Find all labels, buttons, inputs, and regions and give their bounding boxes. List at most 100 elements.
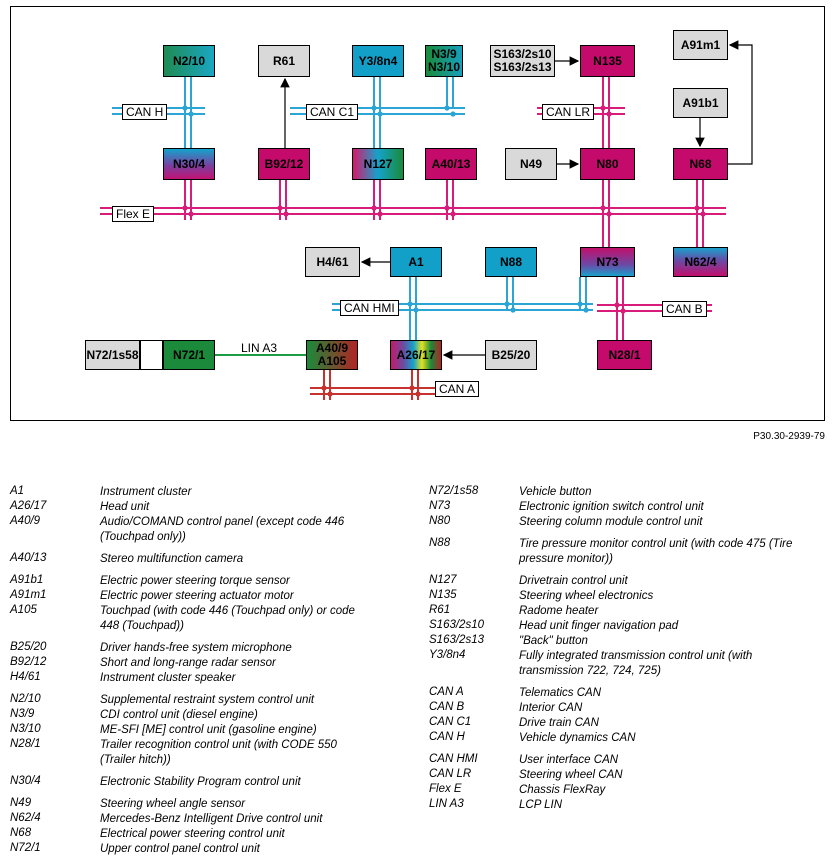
node-a91m1: A91m1 xyxy=(673,30,728,60)
legend-code: N72/1s58 xyxy=(429,485,479,497)
legend-code: CAN C1 xyxy=(429,716,472,728)
node-a26-17: A26/17 xyxy=(390,340,442,370)
bus-junction-dot xyxy=(188,211,194,217)
legend-description: Supplemental restraint system control un… xyxy=(100,694,315,706)
legend-code: A91m1 xyxy=(10,589,47,601)
legend-row: CAN LR Steering wheel CAN xyxy=(429,768,829,783)
bus-junction-dot xyxy=(407,301,413,307)
legend-code: B25/20 xyxy=(10,641,47,653)
bus-label-can-lr: CAN LR xyxy=(542,104,595,120)
legend-description: Drive train CAN xyxy=(519,717,599,729)
legend-description: Vehicle dynamics CAN xyxy=(519,732,636,744)
legend-code: N3/9 xyxy=(10,708,35,720)
wiring-diagram-frame xyxy=(10,6,825,421)
legend-code: B92/12 xyxy=(10,656,47,668)
legend-description: Instrument cluster speaker xyxy=(100,672,236,684)
legend-description: Electronic Stability Program control uni… xyxy=(100,776,301,788)
legend-code: N80 xyxy=(429,515,451,527)
bus-junction-dot xyxy=(188,111,194,117)
legend-description: Touchpad (with code 446 (Touchpad only) … xyxy=(100,605,355,632)
node-y3-8n4: Y3/8n4 xyxy=(352,45,404,77)
node-n62-4: N62/4 xyxy=(673,247,728,277)
legend-code: N73 xyxy=(429,500,451,512)
legend-code: N49 xyxy=(10,797,32,809)
legend-description: Electric power steering torque sensor xyxy=(100,575,290,587)
bus-junction-dot xyxy=(620,308,626,314)
legend-description: Radome heater xyxy=(519,605,599,617)
legend-description: Steering wheel CAN xyxy=(519,769,623,781)
bus-junction-dot xyxy=(327,391,333,397)
legend-code: N135 xyxy=(429,589,457,601)
bus-junction-dot xyxy=(583,307,589,313)
node-n72-1s58: N72/1s58 xyxy=(85,340,140,370)
legend-description: Short and long-range radar sensor xyxy=(100,657,276,669)
bus-junction-dot xyxy=(283,211,289,217)
legend-code: S163/2s13 xyxy=(429,634,484,646)
bus-junction-dot xyxy=(450,211,456,217)
legend-code: CAN H xyxy=(429,731,465,743)
legend-code: N3/10 xyxy=(10,723,41,735)
bus-junction-dot xyxy=(409,385,415,391)
node-a1: A1 xyxy=(390,247,442,277)
bus-junction-dot xyxy=(377,211,383,217)
legend-description: Electronic ignition switch control unit xyxy=(519,501,704,513)
bus-junction-dot xyxy=(182,205,188,211)
bus-junction-dot xyxy=(510,307,516,313)
legend-code: CAN B xyxy=(429,701,465,713)
bus-label-can-a: CAN A xyxy=(435,381,480,397)
node-s163-2s13-label: S163/2s13 xyxy=(493,60,552,74)
node-n49: N49 xyxy=(505,148,557,180)
legend-description: Mercedes-Benz Intelligent Drive control … xyxy=(100,813,323,825)
bus-junction-dot xyxy=(606,111,612,117)
legend-row: CAN H Vehicle dynamics CAN xyxy=(429,731,829,746)
legend-description: User interface CAN xyxy=(519,754,619,766)
legend-description: Steering wheel electronics xyxy=(519,590,654,602)
legend-code: N88 xyxy=(429,537,451,549)
figure-id: P30.30-2939-79 xyxy=(753,431,825,442)
legend-description: Stereo multifunction camera xyxy=(100,553,244,565)
legend-description: "Back" button xyxy=(519,635,588,647)
bus-label-lin-a3: LIN A3 xyxy=(241,341,278,355)
node-a105-label: A105 xyxy=(317,354,347,368)
legend-code: S163/2s10 xyxy=(429,619,484,631)
bus-junction-dot xyxy=(413,307,419,313)
legend-row: S163/2s13 "Back" button xyxy=(429,634,829,649)
legend-description: Electric power steering actuator motor xyxy=(100,590,294,602)
legend-code: A40/9 xyxy=(10,515,41,527)
bus-junction-dot xyxy=(600,105,606,111)
legend-code: CAN LR xyxy=(429,768,472,780)
legend-code: A26/17 xyxy=(10,500,47,512)
node-h4-61: H4/61 xyxy=(305,247,360,277)
legend-description: Instrument cluster xyxy=(100,486,192,498)
legend-code: CAN A xyxy=(429,686,464,698)
bus-junction-dot xyxy=(444,205,450,211)
bus-junction-dot xyxy=(614,302,620,308)
bus-junction-dot xyxy=(694,205,700,211)
legend-code: LIN A3 xyxy=(429,798,464,810)
bus-junction-dot xyxy=(377,111,383,117)
bus-junction-dot xyxy=(371,205,377,211)
bus-junction-dot xyxy=(606,211,612,217)
node-n88: N88 xyxy=(485,247,537,277)
